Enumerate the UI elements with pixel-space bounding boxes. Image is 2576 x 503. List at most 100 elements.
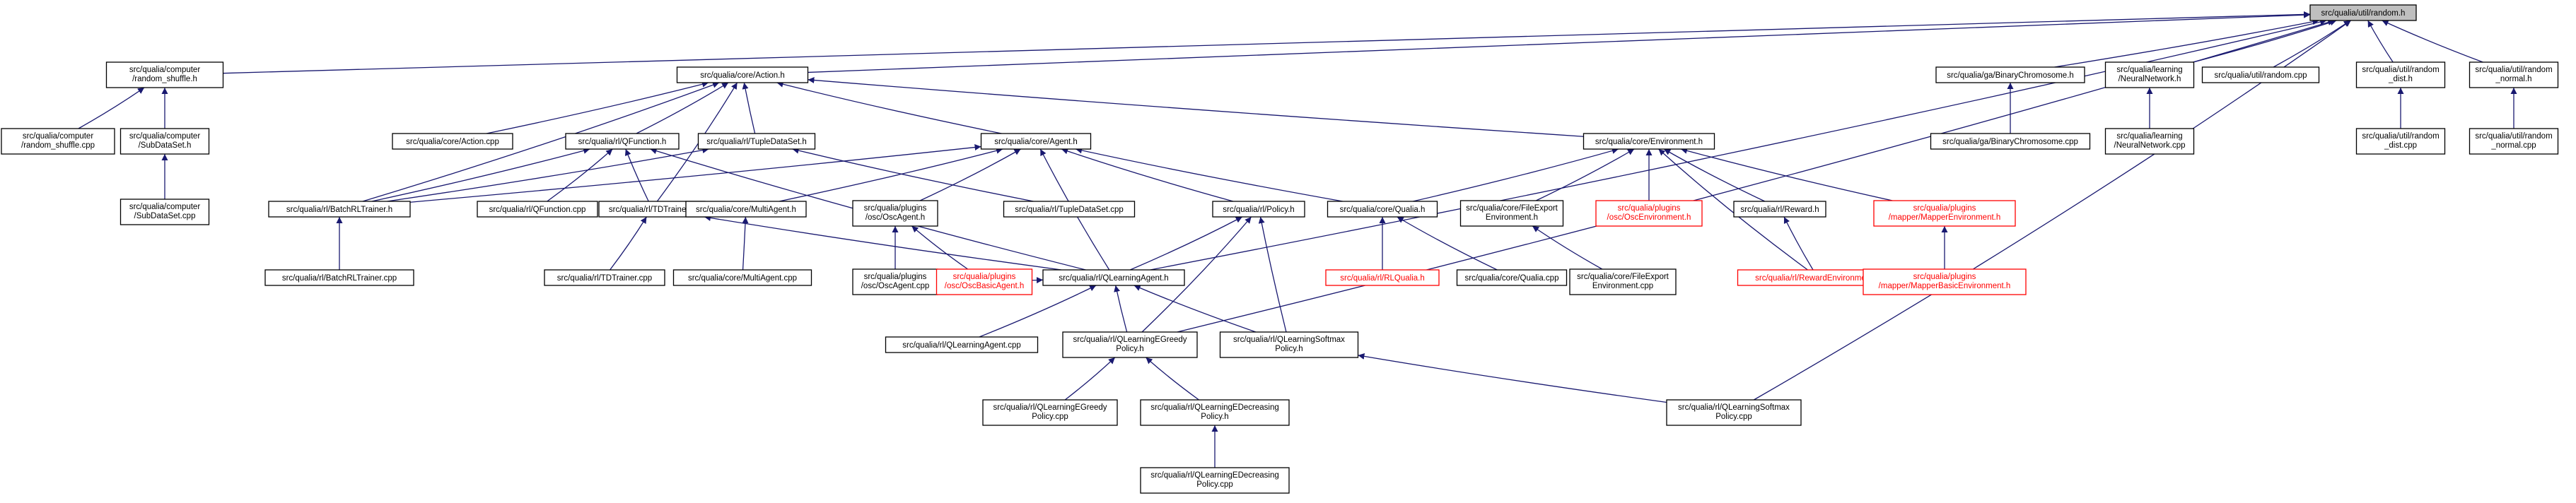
node-box: [685, 201, 807, 218]
node-qualia-h[interactable]: src/qualia/core/Qualia.h: [1327, 201, 1438, 218]
node-binchrom-cpp[interactable]: src/qualia/ga/BinaryChromosome.cpp: [1930, 133, 2091, 150]
node-label: /SubDataSet.h: [139, 141, 192, 150]
edge-environment-h-to-qualia-h: [1413, 148, 1619, 202]
node-label: src/qualia/rl/QFunction.cpp: [489, 206, 586, 214]
node-label: src/qualia/core/MultiAgent.h: [696, 206, 796, 214]
edge-environment-h-to-mapperenv-h: [1680, 148, 1893, 201]
node-multiagent-cpp[interactable]: src/qualia/core/MultiAgent.cpp: [672, 269, 812, 286]
node-random-shuffle-cpp[interactable]: src/qualia/computer/random_shuffle.cpp: [1, 128, 115, 155]
node-action-h[interactable]: src/qualia/core/Action.h: [676, 66, 809, 83]
node-box: [1873, 200, 2016, 227]
node-qledecr-cpp[interactable]: src/qualia/rl/QLearningEDecreasingPolicy…: [1140, 467, 1290, 494]
node-label: src/qualia/core/Action.h: [700, 71, 785, 80]
node-label: /mapper/MapperBasicEnvironment.h: [1879, 282, 2011, 290]
edge-oscagent-h-to-oscbasic-h: [911, 225, 968, 270]
node-label: src/qualia/core/FileExport: [1466, 204, 1558, 213]
node-subdataset-h[interactable]: src/qualia/computer/SubDataSet.h: [120, 128, 210, 155]
node-box: [2104, 128, 2195, 155]
node-agent-h[interactable]: src/qualia/core/Agent.h: [980, 133, 1092, 150]
node-tupledataset-cpp[interactable]: src/qualia/rl/TupleDataSet.cpp: [1003, 201, 1136, 218]
node-qualia-cpp[interactable]: src/qualia/core/Qualia.cpp: [1456, 269, 1568, 286]
node-qledecr-h[interactable]: src/qualia/rl/QLearningEDecreasingPolicy…: [1140, 399, 1290, 426]
node-label: /mapper/MapperEnvironment.h: [1889, 213, 2001, 222]
node-oscenv-h[interactable]: src/qualia/plugins/osc/OscEnvironment.h: [1595, 200, 1703, 227]
node-tdtrainer-h[interactable]: src/qualia/rl/TDTrainer.h: [598, 201, 706, 218]
node-label: src/qualia/core/Agent.h: [994, 138, 1078, 146]
node-nn-h[interactable]: src/qualia/learning/NeuralNetwork.h: [2104, 61, 2195, 88]
node-environment-h[interactable]: src/qualia/core/Environment.h: [1583, 133, 1715, 150]
edge-qlagent-h-to-qlsoftmax-h: [1133, 285, 1257, 333]
node-qlagent-cpp[interactable]: src/qualia/rl/QLearningAgent.cpp: [885, 336, 1039, 353]
node-label: _normal.cpp: [2490, 141, 2536, 150]
node-label: src/qualia/rl/QLearningSoftmax: [1678, 403, 1790, 412]
edge-environment-h-to-rewardenv-h: [1658, 148, 1808, 271]
node-batchrl-h[interactable]: src/qualia/rl/BatchRLTrainer.h: [268, 201, 411, 218]
node-action-cpp[interactable]: src/qualia/core/Action.cpp: [392, 133, 513, 150]
node-qfunction-h[interactable]: src/qualia/rl/QFunction.h: [565, 133, 680, 150]
edge-reward-h-to-rewardenv-h: [1783, 216, 1814, 271]
node-policy-h[interactable]: src/qualia/rl/Policy.h: [1212, 201, 1305, 218]
node-label: src/qualia/rl/Reward.h: [1740, 206, 1819, 214]
node-subdataset-cpp[interactable]: src/qualia/computer/SubDataSet.cpp: [120, 199, 210, 225]
node-label: Policy.h: [1275, 345, 1302, 353]
node-tdtrainer-cpp[interactable]: src/qualia/rl/TDTrainer.cpp: [544, 269, 665, 286]
node-label: src/qualia/plugins: [864, 204, 927, 213]
node-batchrl-cpp[interactable]: src/qualia/rl/BatchRLTrainer.cpp: [264, 269, 414, 286]
node-box: [2469, 61, 2559, 88]
edge-qlsoftmax-h-to-qlsoftmax-cpp: [1358, 353, 1667, 403]
node-oscagent-h[interactable]: src/qualia/plugins/osc/OscAgent.h: [852, 200, 938, 227]
node-oscagent-cpp[interactable]: src/qualia/plugins/osc/OscAgent.cpp: [852, 268, 938, 295]
node-reward-h[interactable]: src/qualia/rl/Reward.h: [1733, 201, 1826, 218]
node-label: /SubDataSet.cpp: [134, 212, 196, 220]
node-label: src/qualia/core/Qualia.cpp: [1465, 274, 1559, 283]
node-mapperenv-h[interactable]: src/qualia/plugins/mapper/MapperEnvironm…: [1873, 200, 2016, 227]
node-box: [477, 201, 598, 218]
node-label: src/qualia/computer: [129, 132, 201, 141]
node-random-shuffle-h[interactable]: src/qualia/computer/random_shuffle.h: [105, 61, 224, 88]
node-label: src/qualia/rl/RLQualia.h: [1340, 274, 1425, 283]
node-label: /random_shuffle.h: [132, 75, 197, 83]
node-random-cpp[interactable]: src/qualia/util/random.cpp: [2201, 66, 2320, 83]
node-label: src/qualia/ga/BinaryChromosome.h: [1947, 71, 2074, 80]
node-label: src/qualia/util/random: [2475, 132, 2552, 141]
node-label: src/qualia/core/MultiAgent.cpp: [688, 274, 797, 283]
edge-agent-h-to-batchrl-h: [409, 144, 981, 203]
node-tupledataset-h[interactable]: src/qualia/rl/TupleDataSet.h: [697, 133, 816, 150]
node-fileexport-cpp[interactable]: src/qualia/core/FileExportEnvironment.cp…: [1569, 268, 1677, 295]
edge-random-h-to-random-cpp: [2273, 20, 2351, 68]
node-random-dist-cpp[interactable]: src/qualia/util/random_dist.cpp: [2355, 128, 2446, 155]
node-label: src/qualia/rl/QLearningEGreedy: [993, 403, 1107, 412]
edge-qfunction-h-to-batchrl-h: [371, 147, 590, 202]
node-nn-cpp[interactable]: src/qualia/learning/NeuralNetwork.cpp: [2104, 128, 2195, 155]
edge-action-h-to-tupledataset-h: [742, 82, 756, 134]
node-box: [1327, 201, 1438, 218]
node-label: src/qualia/rl/QLearningAgent.h: [1059, 274, 1168, 283]
node-qfunction-cpp[interactable]: src/qualia/rl/QFunction.cpp: [477, 201, 598, 218]
node-random-normal-cpp[interactable]: src/qualia/util/random_normal.cpp: [2469, 128, 2559, 155]
node-random-dist-h[interactable]: src/qualia/util/random_dist.h: [2355, 61, 2446, 88]
node-oscbasic-h[interactable]: src/qualia/plugins/osc/OscBasicAgent.h: [936, 268, 1033, 295]
edge-tupledataset-h-to-batchrl-h: [387, 147, 709, 202]
node-box: [544, 269, 665, 286]
node-rlqualia-h[interactable]: src/qualia/rl/RLQualia.h: [1325, 269, 1440, 286]
node-multiagent-h[interactable]: src/qualia/core/MultiAgent.h: [685, 201, 807, 218]
node-box: [392, 133, 513, 150]
node-binchrom-h[interactable]: src/qualia/ga/BinaryChromosome.h: [1935, 66, 2085, 83]
node-box: [1595, 200, 1703, 227]
edge-policy-h-to-qlsoftmax-h: [1258, 216, 1287, 333]
edge-random-h-to-binchrom-h: [2054, 18, 2319, 68]
edge-layer: [78, 11, 2517, 468]
node-mapperbasic-h[interactable]: src/qualia/plugins/mapper/MapperBasicEnv…: [1863, 268, 2027, 295]
node-label: src/qualia/util/random: [2362, 132, 2439, 141]
node-qlagent-h[interactable]: src/qualia/rl/QLearningAgent.h: [1042, 269, 1185, 286]
edge-random-h-to-nn-h: [2193, 19, 2337, 63]
node-label: Policy.h: [1116, 345, 1143, 353]
node-random-normal-h[interactable]: src/qualia/util/random_normal.h: [2469, 61, 2559, 88]
node-random-h[interactable]: src/qualia/util/random.h: [2309, 4, 2417, 21]
